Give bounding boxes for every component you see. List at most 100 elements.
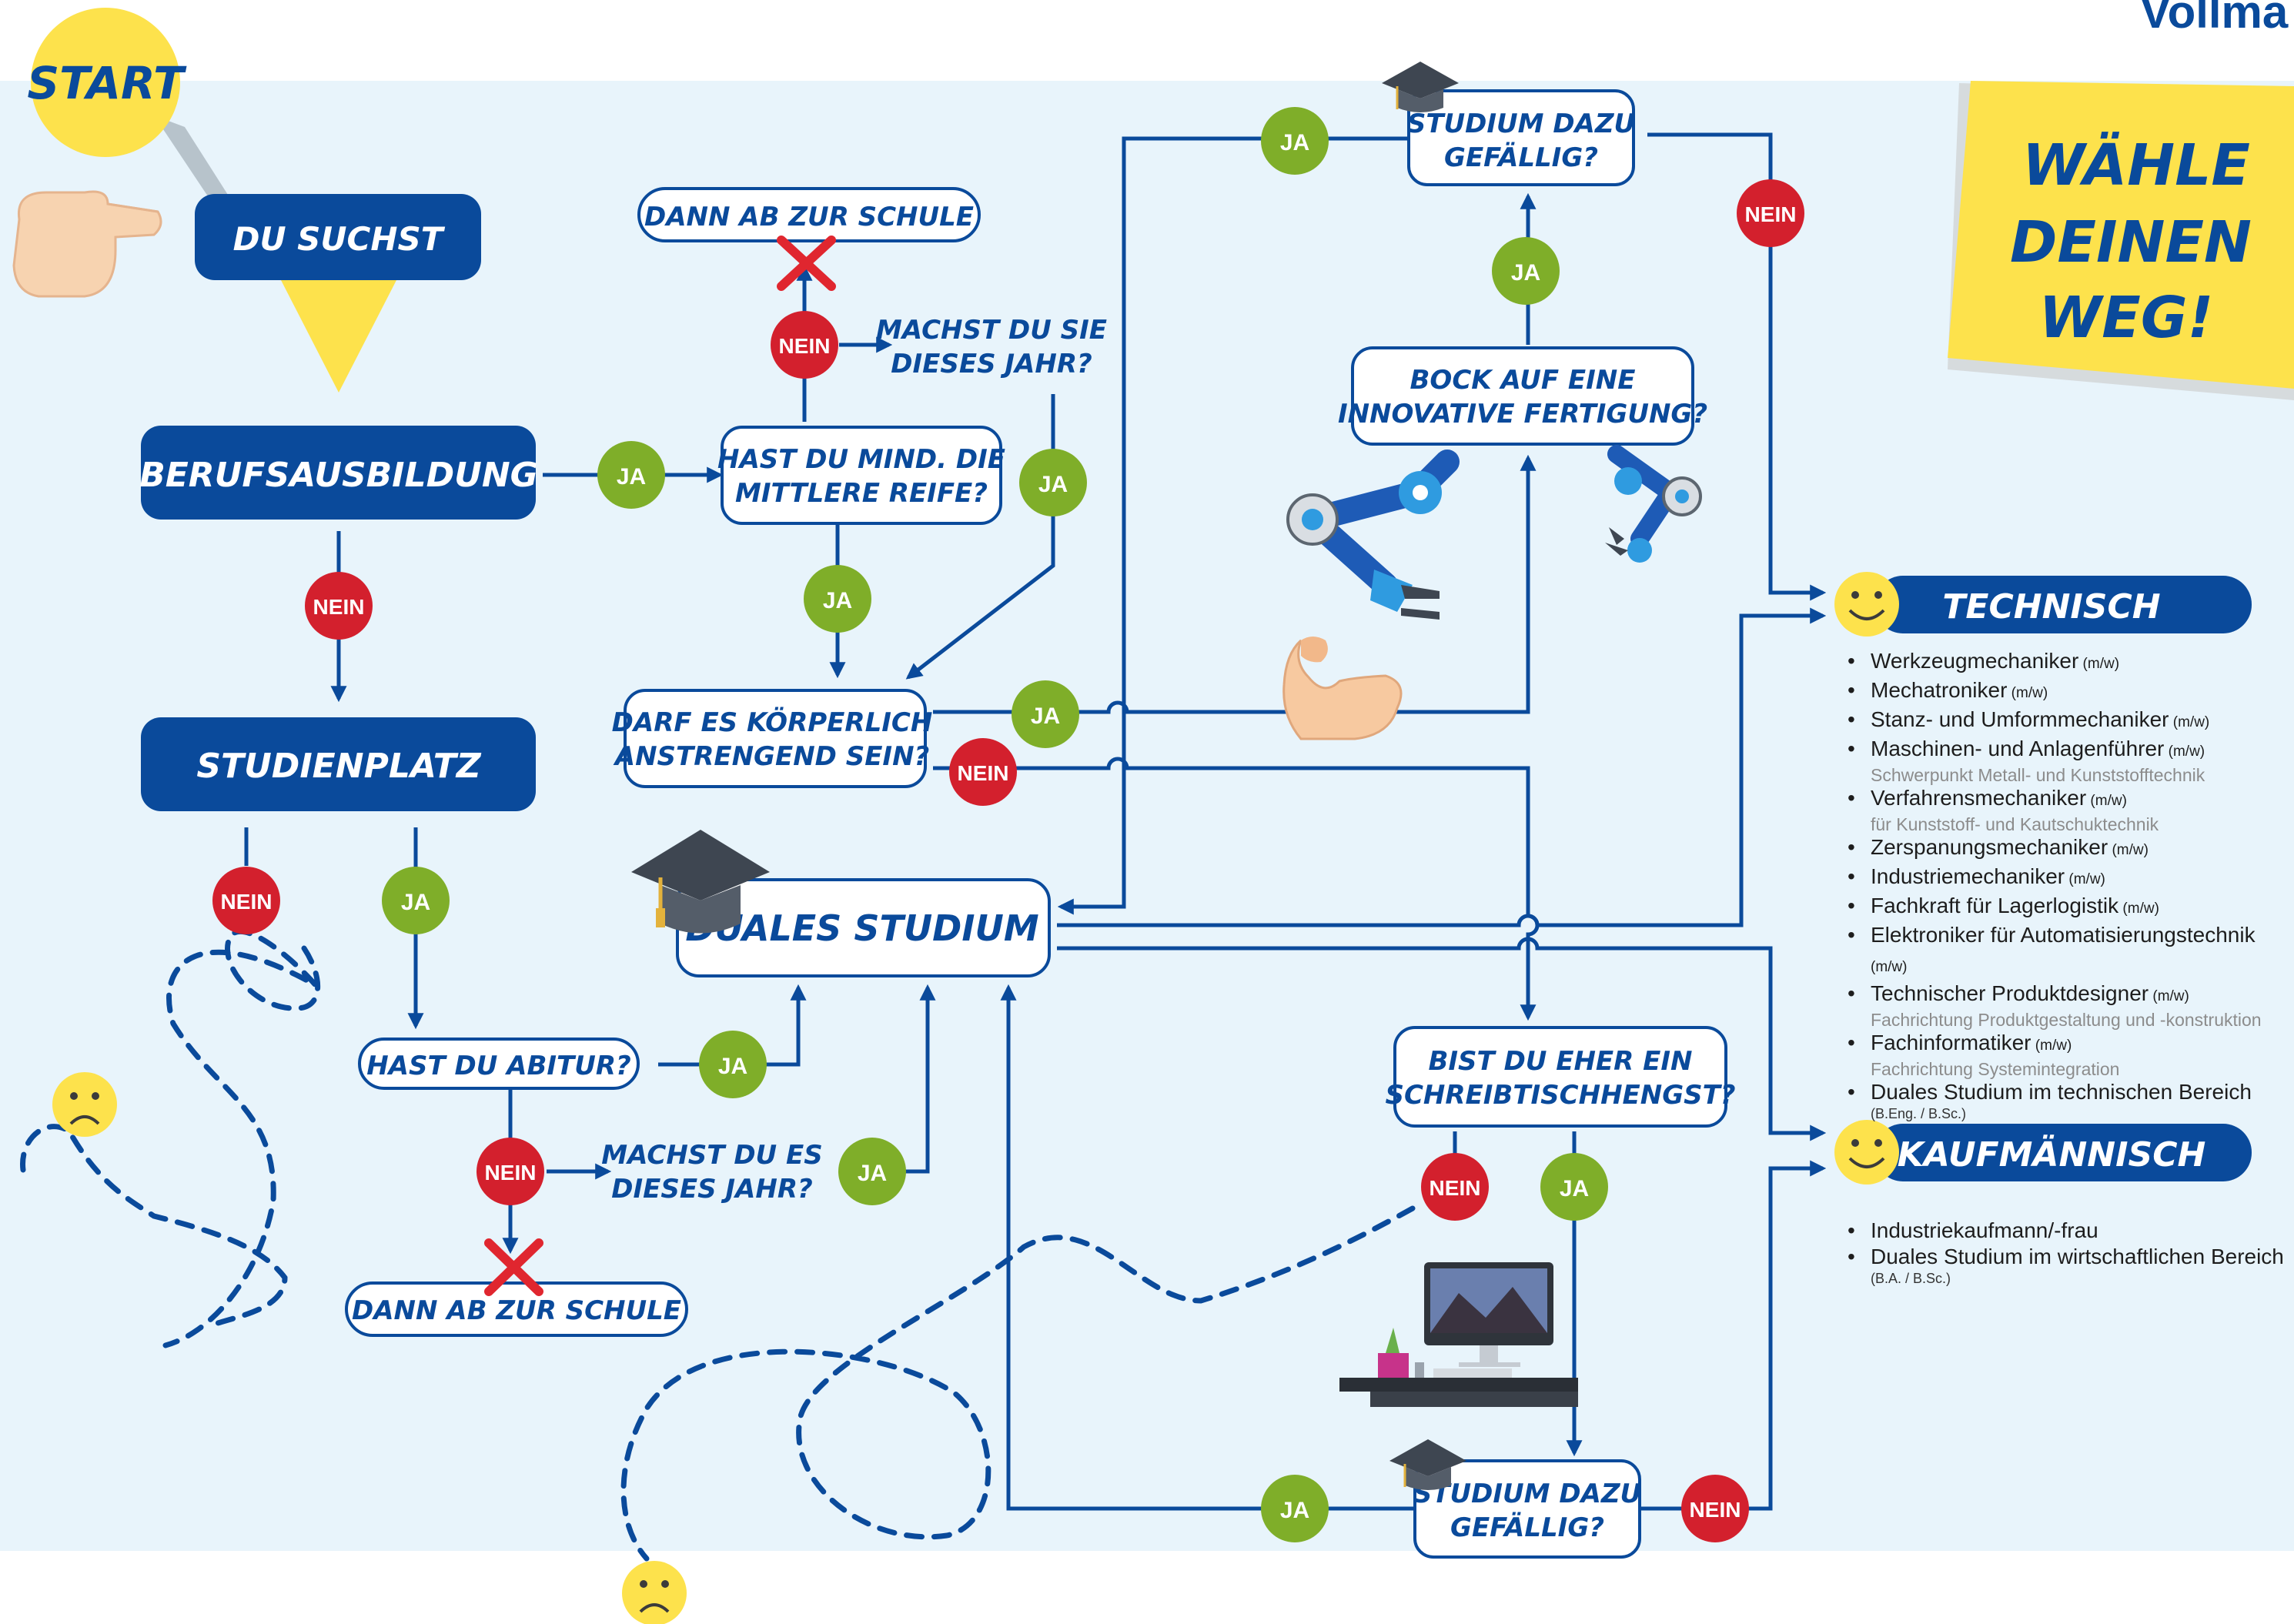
schule-bottom-label: DANN AB ZUR SCHULE	[352, 1295, 681, 1326]
robot-arm-icon	[1605, 445, 1702, 563]
studium-bottom-line2: GEFÄLLIG?	[1450, 1512, 1604, 1543]
start-label: START	[27, 57, 187, 109]
studium-bottom-line1: STUDIUM DAZU	[1413, 1479, 1641, 1509]
svg-text:JA: JA	[401, 890, 430, 915]
studienplatz-label: STUDIENPLATZ	[196, 747, 481, 786]
svg-text:NEIN: NEIN	[1430, 1176, 1481, 1200]
yes-badge: JA	[804, 565, 871, 633]
yes-badge: JA	[1261, 107, 1329, 175]
job-title: Werkzeugmechaniker	[1871, 649, 2079, 673]
gender-suffix: (m/w)	[2007, 685, 2048, 701]
job-list-item: Stanz- und Umformmechaniker (m/w)	[1846, 707, 2285, 736]
job-list-item: Fachinformatiker (m/w)Fachrichtung Syste…	[1846, 1030, 2285, 1079]
job-title: Elektroniker für Automatisierungstechnik	[1871, 923, 2256, 947]
abitur-node	[358, 1038, 640, 1090]
gender-suffix: (m/w)	[2108, 842, 2149, 858]
graduation-cap-icon	[631, 830, 770, 934]
job-title: Verfahrensmechaniker	[1871, 786, 2087, 810]
job-specialization: für Kunststoff- und Kautschuktechnik	[1871, 814, 2159, 834]
yes-badge: JA	[838, 1138, 906, 1205]
graduation-cap-icon	[1389, 1439, 1466, 1490]
schule-bottom-node	[345, 1281, 688, 1337]
job-list-item: Technischer Produktdesigner (m/w)Fachric…	[1846, 981, 2285, 1030]
svg-text:JA: JA	[1038, 472, 1068, 497]
sticky-note-line3: WEG!	[2039, 285, 2214, 351]
technisch-title: TECHNISCH	[1942, 587, 2160, 627]
kaufmaennisch-list: Industriekaufmann/-frauDuales Studium im…	[1846, 1218, 2285, 1287]
yes-badge: JA	[1261, 1475, 1329, 1542]
smiley-icon	[1834, 572, 1899, 637]
svg-text:JA: JA	[858, 1161, 887, 1186]
mittlere-reife-line1: HAST DU MIND. DIE	[717, 444, 1005, 475]
du-suchst-label: DU SUCHST	[233, 220, 446, 258]
fertigung-line1: BOCK AUF EINE	[1410, 365, 1636, 396]
duales-studium-label: DUALES STUDIUM	[685, 907, 1038, 949]
gender-suffix: (m/w)	[2149, 988, 2189, 1004]
job-list-item: Industriekaufmann/-frau	[1846, 1218, 2285, 1244]
gender-suffix: (m/w)	[2086, 793, 2127, 809]
company-logo: Vollma	[2140, 0, 2289, 38]
no-badge: NEIN	[1737, 179, 1804, 247]
fertigung-line2: INNOVATIVE FERTIGUNG?	[1338, 399, 1707, 429]
desktop-computer-icon	[1339, 1262, 1578, 1407]
no-badge: NEIN	[305, 572, 373, 640]
schule-top-node	[637, 187, 981, 242]
svg-text:JA: JA	[1280, 1498, 1309, 1523]
svg-text:NEIN: NEIN	[485, 1161, 537, 1185]
svg-text:NEIN: NEIN	[1690, 1498, 1741, 1522]
technisch-list: Werkzeugmechaniker (m/w)Mechatroniker (m…	[1846, 648, 2285, 1122]
job-title: Fachkraft für Lagerlogistik	[1871, 894, 2119, 917]
job-title: Zerspanungsmechaniker	[1871, 835, 2108, 859]
schreibtisch-line1: BIST DU EHER EIN	[1428, 1046, 1692, 1077]
job-list-item: Duales Studium im wirtschaftlichen Berei…	[1846, 1244, 2285, 1287]
yes-badge: JA	[1019, 449, 1087, 516]
down-pointer-triangle	[281, 280, 396, 393]
smiley-icon	[1834, 1120, 1899, 1185]
studium-top-line2: GEFÄLLIG?	[1444, 142, 1598, 173]
dashed-wander-paths	[20, 928, 1416, 1562]
job-title: Mechatroniker	[1871, 678, 2008, 702]
job-title: Duales Studium im wirtschaftlichen Berei…	[1871, 1245, 2284, 1268]
koerperlich-line2: ANSTRENGEND SEIN?	[613, 741, 930, 772]
cross-mark-icon	[777, 236, 836, 291]
schreibtisch-node	[1393, 1026, 1727, 1128]
gender-suffix: (m/w)	[2118, 901, 2159, 917]
berufsausbildung-node	[141, 426, 536, 520]
studium-top-node	[1407, 89, 1635, 186]
svg-text:NEIN: NEIN	[313, 595, 365, 619]
koerperlich-line1: DARF ES KÖRPERLICH	[612, 707, 933, 738]
svg-text:NEIN: NEIN	[958, 761, 1009, 785]
flexed-bicep-icon	[1282, 637, 1403, 740]
gender-suffix: (m/w)	[2078, 656, 2120, 672]
svg-text:JA: JA	[1511, 260, 1540, 286]
sad-face-icon	[52, 1072, 117, 1137]
job-title: Duales Studium im technischen Bereich	[1871, 1080, 2252, 1104]
yes-badge: JA	[1012, 680, 1079, 748]
yes-badge: JA	[1492, 237, 1560, 305]
job-list-item: Mechatroniker (m/w)	[1846, 677, 2285, 707]
svg-text:NEIN: NEIN	[779, 334, 831, 358]
machst-du-sie-line2: DIESES JAHR?	[891, 349, 1092, 379]
svg-text:JA: JA	[1560, 1176, 1589, 1201]
koerperlich-node	[624, 689, 927, 788]
svg-text:NEIN: NEIN	[221, 890, 273, 914]
yes-badge: JA	[699, 1031, 767, 1098]
job-list-item: Maschinen- und Anlagenführer (m/w)Schwer…	[1846, 736, 2285, 785]
degree-note: (B.Eng. / B.Sc.)	[1871, 1106, 1967, 1121]
job-title: Industriekaufmann/-frau	[1871, 1218, 2098, 1242]
svg-text:JA: JA	[1031, 703, 1060, 729]
job-specialization: Fachrichtung Produktgestaltung und -kons…	[1871, 1010, 2262, 1030]
gender-suffix: (m/w)	[2164, 743, 2205, 760]
no-badge: NEIN	[949, 738, 1017, 806]
job-list-item: Verfahrensmechaniker (m/w) für Kunststoff…	[1846, 785, 2285, 834]
yes-badge: JA	[1540, 1153, 1608, 1221]
sad-face-icon	[622, 1561, 687, 1624]
job-list-item: Industriemechaniker (m/w)	[1846, 864, 2285, 893]
pointing-hand-icon	[12, 190, 162, 298]
studium-bottom-node	[1413, 1459, 1641, 1559]
gender-suffix: (m/w)	[1871, 959, 1908, 975]
schule-top-label: DANN AB ZUR SCHULE	[644, 202, 974, 232]
svg-text:NEIN: NEIN	[1745, 202, 1797, 226]
technisch-header: TECHNISCH	[1834, 572, 2252, 637]
